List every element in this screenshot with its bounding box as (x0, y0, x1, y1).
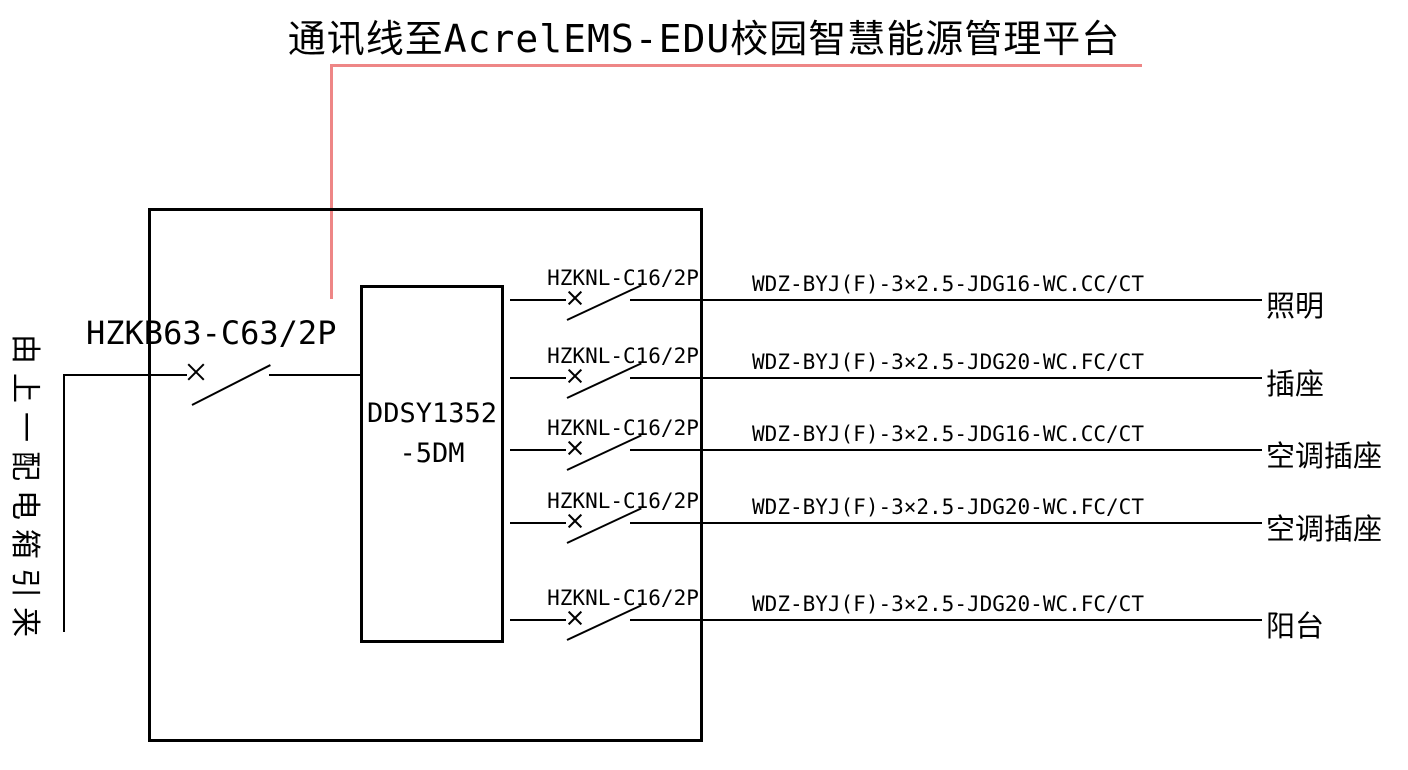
circuit-load-label: 空调插座 (1266, 512, 1383, 546)
circuit-cable-label: WDZ-BYJ(F)-3×2.5-JDG16-WC.CC/CT (752, 272, 1144, 296)
circuit-breaker-label: HZKNL-C16/2P (547, 416, 699, 440)
circuit-line (630, 377, 1262, 379)
circuit-breaker-label: HZKNL-C16/2P (547, 266, 699, 290)
circuit-stub-line (510, 522, 566, 524)
circuit-cable-label: WDZ-BYJ(F)-3×2.5-JDG20-WC.FC/CT (752, 592, 1144, 616)
communication-line-horizontal (330, 64, 1142, 67)
circuit-load-label: 阳台 (1266, 609, 1325, 643)
meter-box: DDSY1352 -5DM (360, 285, 504, 643)
circuit-load-label: 空调插座 (1266, 439, 1383, 473)
breaker-contact-icon (566, 289, 584, 307)
meter-model-line2: -5DM (399, 438, 465, 469)
circuit-stub-line (510, 377, 566, 379)
main-breaker-label: HZKB63-C63/2P (86, 314, 337, 352)
circuit-load-label: 照明 (1266, 289, 1325, 323)
circuit-stub-line (510, 619, 566, 621)
communication-line-vertical (330, 64, 333, 299)
circuit-line (630, 449, 1262, 451)
breaker-contact-icon (566, 367, 584, 385)
circuit-breaker-label: HZKNL-C16/2P (547, 489, 699, 513)
circuit-breaker-label: HZKNL-C16/2P (547, 344, 699, 368)
breaker-contact-icon (566, 439, 584, 457)
circuit-cable-label: WDZ-BYJ(F)-3×2.5-JDG16-WC.CC/CT (752, 422, 1144, 446)
meter-model-line1: DDSY1352 (366, 397, 498, 429)
circuit-stub-line (510, 299, 566, 301)
circuit-load-label: 插座 (1266, 367, 1325, 401)
breaker-contact-icon (566, 512, 584, 530)
incoming-source-label: 由上一配电箱引来 (7, 334, 42, 646)
circuit-line (630, 299, 1262, 301)
breaker-contact-icon (566, 609, 584, 627)
circuit-stub-line (510, 449, 566, 451)
circuit-line (630, 522, 1262, 524)
circuit-line (630, 619, 1262, 621)
distribution-box-outline (148, 208, 703, 742)
diagram-title: 通讯线至AcrelEMS-EDU校园智慧能源管理平台 (287, 17, 1121, 61)
circuit-breaker-label: HZKNL-C16/2P (547, 586, 699, 610)
main-breaker-contact-icon (185, 361, 207, 383)
incoming-riser-line (63, 374, 65, 632)
circuit-cable-label: WDZ-BYJ(F)-3×2.5-JDG20-WC.FC/CT (752, 350, 1144, 374)
incoming-feeder-line (63, 374, 187, 376)
feeder-to-meter-line (269, 374, 360, 376)
circuit-cable-label: WDZ-BYJ(F)-3×2.5-JDG20-WC.FC/CT (752, 495, 1144, 519)
